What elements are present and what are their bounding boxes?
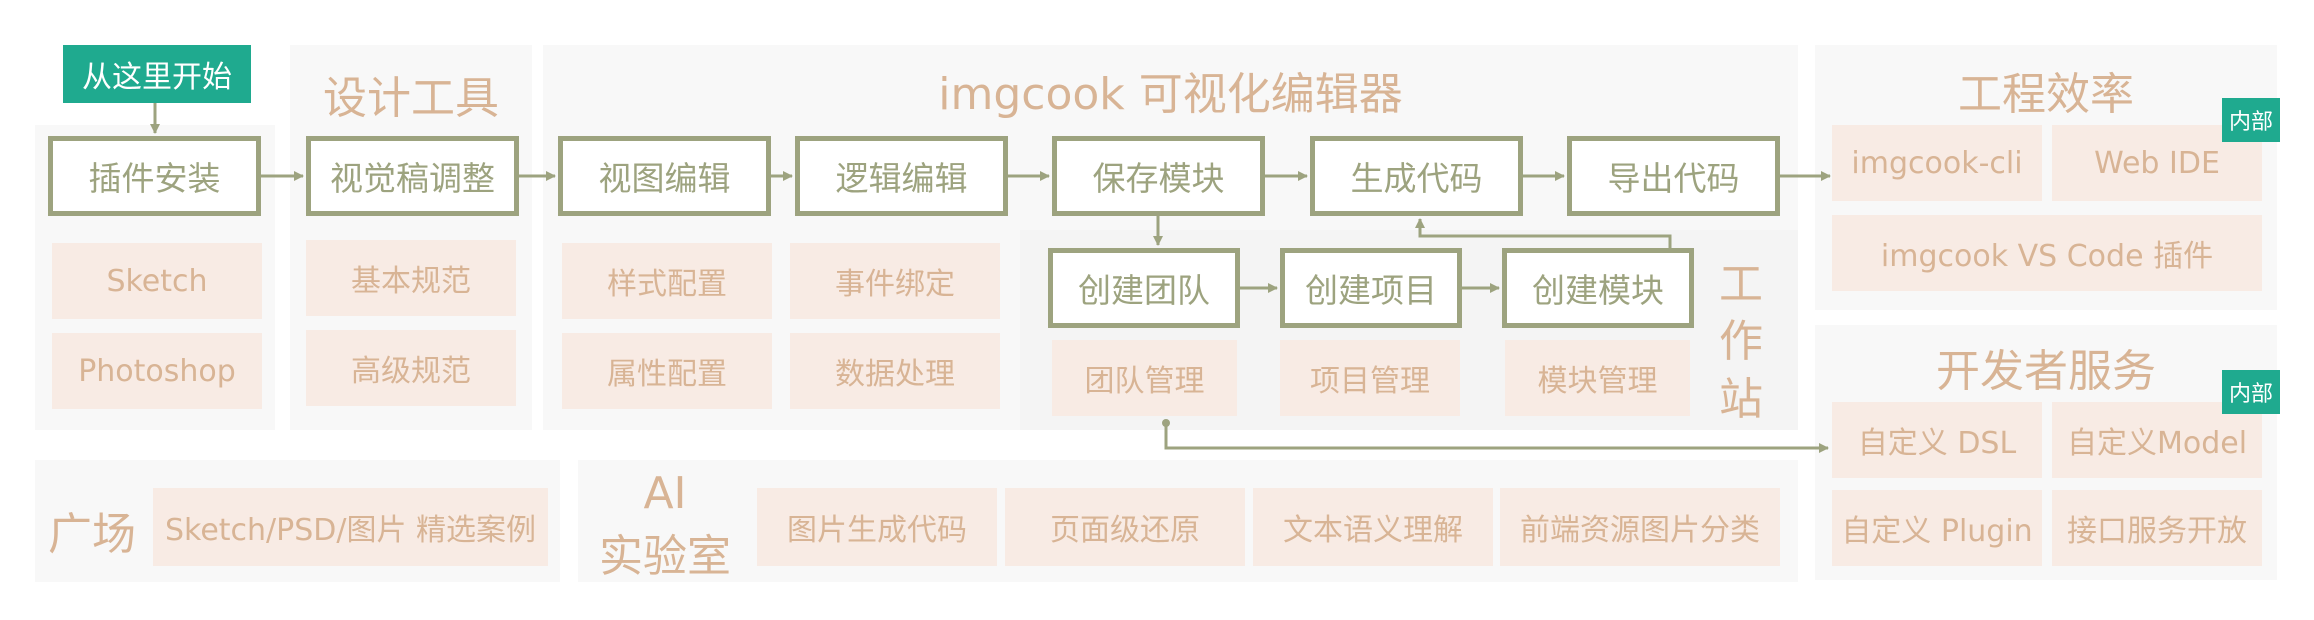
connector-dot: [1162, 419, 1170, 427]
ai-lab-title-line1: AI: [643, 468, 687, 519]
workstation-title-3: 站: [1719, 374, 1763, 425]
tile-data-processing[interactable]: 数据处理: [790, 333, 1000, 409]
tile-image-to-code[interactable]: 图片生成代码: [757, 488, 997, 566]
tile-prop-config[interactable]: 属性配置: [562, 333, 772, 409]
tile-plaza-cases[interactable]: Sketch/PSD/图片 精选案例: [153, 488, 548, 566]
tile-imgcook-cli[interactable]: imgcook-cli: [1832, 125, 2042, 201]
tile-custom-plugin[interactable]: 自定义 Plugin: [1832, 490, 2042, 566]
ws-create-team[interactable]: 创建团队: [1048, 248, 1240, 328]
flow-generate-code[interactable]: 生成代码: [1310, 136, 1523, 216]
tile-text-semantics[interactable]: 文本语义理解: [1253, 488, 1493, 566]
ws-create-module[interactable]: 创建模块: [1502, 248, 1694, 328]
flow-plugin-install[interactable]: 插件安装: [48, 136, 261, 216]
workstation-title-2: 作: [1719, 316, 1763, 367]
tile-style-config[interactable]: 样式配置: [562, 243, 772, 319]
dev-services-title: 开发者服务: [1936, 346, 2156, 397]
tile-web-ide[interactable]: Web IDE: [2052, 125, 2262, 201]
design-tools-title: 设计工具: [323, 73, 499, 124]
arrow-module-to-generate: [1415, 218, 1672, 248]
tile-event-binding[interactable]: 事件绑定: [790, 243, 1000, 319]
plaza-title: 广场: [48, 509, 136, 560]
tile-custom-model[interactable]: 自定义Model: [2052, 402, 2262, 478]
tile-project-mgmt[interactable]: 项目管理: [1280, 340, 1460, 416]
tile-page-restore[interactable]: 页面级还原: [1005, 488, 1245, 566]
tile-custom-dsl[interactable]: 自定义 DSL: [1832, 402, 2042, 478]
workstation-title-1: 工: [1719, 259, 1763, 310]
arrow-team-to-dev-services: [1164, 425, 1829, 453]
flow-save-module[interactable]: 保存模块: [1052, 136, 1265, 216]
ws-create-project[interactable]: 创建项目: [1280, 248, 1462, 328]
tile-team-mgmt[interactable]: 团队管理: [1052, 340, 1237, 416]
tile-basic-spec[interactable]: 基本规范: [306, 240, 516, 316]
tile-image-classification[interactable]: 前端资源图片分类: [1500, 488, 1780, 566]
flow-design-adjust[interactable]: 视觉稿调整: [306, 136, 519, 216]
tile-sketch[interactable]: Sketch: [52, 243, 262, 319]
flow-export-code[interactable]: 导出代码: [1567, 136, 1780, 216]
tile-api-open[interactable]: 接口服务开放: [2052, 490, 2262, 566]
tile-module-mgmt[interactable]: 模块管理: [1505, 340, 1690, 416]
ai-lab-title-line2: 实验室: [599, 531, 731, 582]
tile-photoshop[interactable]: Photoshop: [52, 333, 262, 409]
editor-title: imgcook 可视化编辑器: [938, 69, 1403, 120]
internal-badge-dev-services: 内部: [2222, 370, 2280, 414]
engineering-title: 工程效率: [1958, 69, 2134, 120]
flow-view-edit[interactable]: 视图编辑: [558, 136, 771, 216]
internal-badge-engineering: 内部: [2222, 98, 2280, 142]
tile-vscode-plugin[interactable]: imgcook VS Code 插件: [1832, 215, 2262, 291]
start-here-label: 从这里开始: [63, 45, 251, 103]
tile-advanced-spec[interactable]: 高级规范: [306, 330, 516, 406]
flow-logic-edit[interactable]: 逻辑编辑: [795, 136, 1008, 216]
